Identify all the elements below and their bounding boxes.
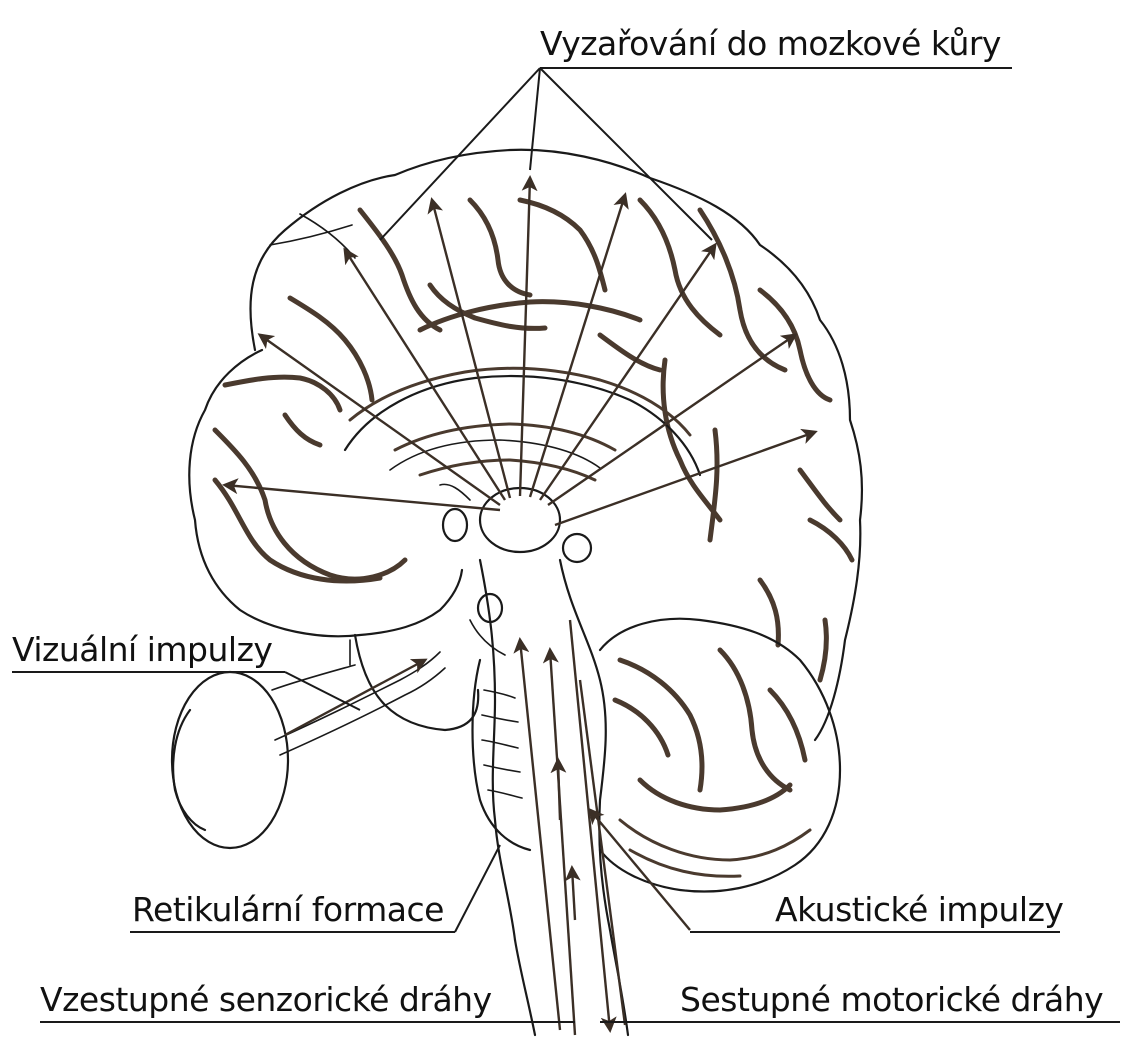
brainstem-outline-left <box>480 560 515 940</box>
eye-lens <box>173 710 205 830</box>
visual-impulse-arrow <box>285 660 425 735</box>
cortex-pointer-lines <box>380 68 712 240</box>
radiation-arrows <box>225 178 815 525</box>
mammillary-body <box>443 509 467 541</box>
frontal-edge <box>270 214 355 258</box>
descending-tracts <box>570 620 625 1030</box>
hypothalamus <box>440 484 470 500</box>
label-acoustic-impulses: Akustické impulzy <box>775 890 1063 930</box>
cerebellum-folia <box>615 650 810 876</box>
ascending-tracts <box>520 640 575 1035</box>
thalamus <box>480 488 560 552</box>
pons <box>473 660 531 850</box>
pons-striations <box>482 690 522 798</box>
pineal-body <box>563 534 591 562</box>
temporal-lobe <box>355 635 478 730</box>
cerebrum-outline <box>250 150 862 740</box>
label-ascending-sensory-paths: Vzestupné senzorické dráhy <box>40 980 492 1020</box>
label-reticular-formation: Retikulární formace <box>132 890 444 930</box>
label-descending-motor-paths: Sestupné motorické dráhy <box>680 980 1103 1020</box>
label-radiation-to-cortex: Vyzařování do mozkové kůry <box>540 24 1001 64</box>
label-visual-impulses: Vizuální impulzy <box>12 630 272 670</box>
cortical-sulci <box>215 200 852 680</box>
eyeball <box>172 672 288 848</box>
spinal-cord-left <box>515 940 535 1035</box>
brainstem-outline-right <box>560 560 610 930</box>
